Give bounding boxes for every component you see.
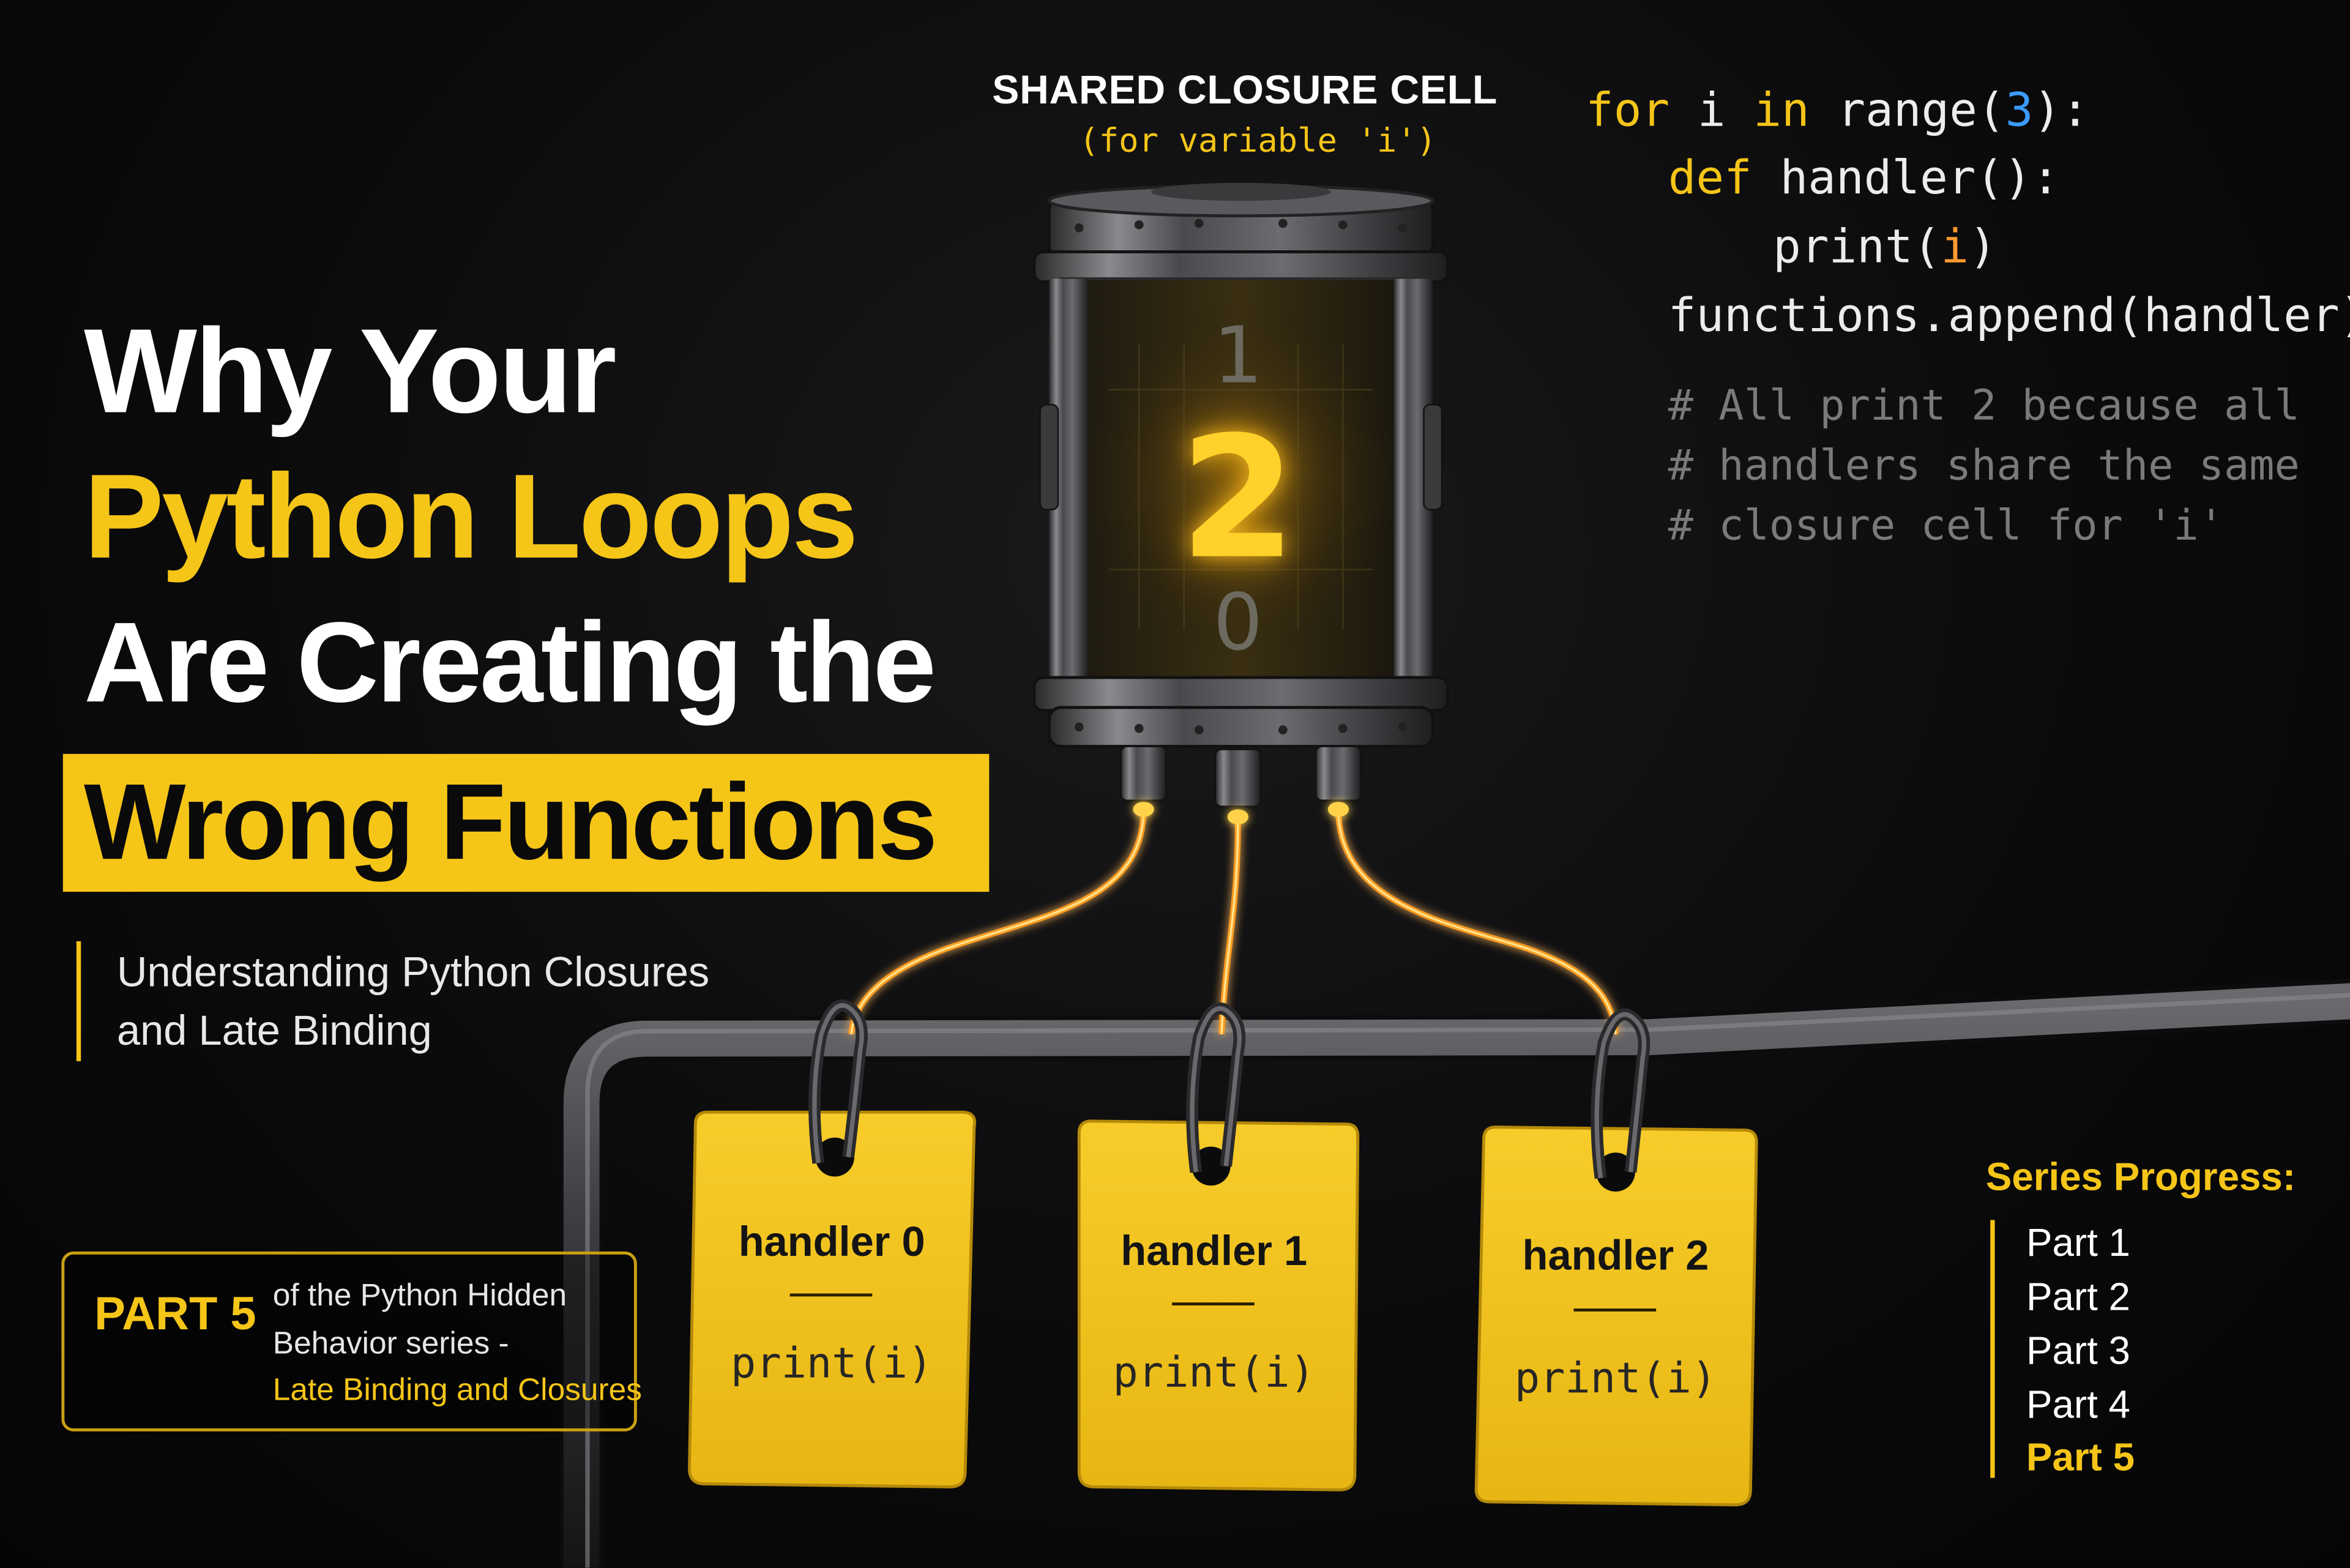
code-keyword-in: in	[1753, 84, 1810, 138]
subtitle-line-2: and Late Binding	[117, 1007, 432, 1054]
series-item-part-2: Part 2	[2026, 1274, 2130, 1320]
handler-tag-0	[688, 999, 977, 1488]
code-line-2: def handler():	[1668, 151, 2060, 205]
part-info-box: PART 5 of the Python Hidden Behavior ser…	[61, 1251, 642, 1432]
handler-tag-2-code: print(i)	[1514, 1353, 1717, 1403]
subtitle-line-1: Understanding Python Closures	[117, 949, 710, 996]
cell-digit-current: 2	[1179, 401, 1297, 597]
part-desc-line-1: of the Python Hidden	[272, 1278, 567, 1313]
handler-tag-2-label: handler 2	[1522, 1232, 1709, 1279]
series-item-part-3: Part 3	[2026, 1327, 2130, 1373]
series-item-part-1: Part 1	[2026, 1220, 2130, 1265]
rail-pipe	[559, 979, 2350, 1568]
series-item-part-4: Part 4	[2026, 1381, 2130, 1427]
code-text: handler():	[1751, 151, 2060, 206]
code-comment-1: # All print 2 because all	[1668, 381, 2300, 430]
cell-digit-initial: 0	[1213, 578, 1263, 669]
series-progress-title: Series Progress:	[1985, 1154, 2296, 1200]
code-keyword-for: for	[1586, 84, 1670, 138]
code-line-1: for i in range(3):	[1586, 84, 2089, 138]
series-progress-bar	[1990, 1220, 1995, 1478]
closure-cell-subtitle: (for variable 'i')	[1079, 122, 1437, 161]
handler-tag-2	[1474, 1008, 1758, 1507]
handler-tag-0-code: print(i)	[731, 1338, 933, 1388]
code-comment-3: # closure cell for 'i'	[1668, 500, 2224, 550]
closure-cell-title: SHARED CLOSURE CELL	[992, 67, 1498, 113]
cell-digit-previous: 1	[1213, 312, 1263, 402]
subtitle-accent-bar	[76, 941, 81, 1061]
handler-tag-1-code: print(i)	[1113, 1347, 1315, 1397]
title-line-4: Wrong Functions	[84, 763, 938, 883]
handler-tag-1-label: handler 1	[1121, 1227, 1308, 1274]
title-line-1: Why Your	[84, 304, 616, 438]
handler-tag-1	[1077, 1002, 1360, 1491]
code-keyword-def: def	[1668, 151, 1752, 206]
code-line-4: functions.append(handler)	[1668, 289, 2350, 343]
title-line-2: Python Loops	[84, 449, 859, 583]
glowing-wires	[848, 809, 1619, 1035]
handler-tag-0-label: handler 0	[738, 1219, 925, 1265]
title-line-3: Are Creating the	[84, 599, 936, 727]
code-text: i	[1669, 84, 1754, 138]
series-item-part-5: Part 5	[2026, 1434, 2135, 1480]
part-desc-line-2: Behavior series -	[272, 1326, 509, 1361]
code-variable: i	[1941, 220, 1969, 275]
code-text: )	[1969, 220, 1997, 275]
code-line-3: print(i)	[1773, 220, 1997, 274]
closure-cell-cylinder	[1032, 182, 1450, 824]
part-desc-line-3: Late Binding and Closures	[272, 1373, 643, 1408]
code-text: print(	[1773, 220, 1941, 275]
code-text: range(	[1809, 84, 2005, 138]
part-label: PART 5	[94, 1287, 256, 1340]
code-comment-2: # handlers share the same	[1668, 441, 2300, 490]
code-text: ):	[2033, 84, 2089, 138]
code-number: 3	[2005, 84, 2034, 138]
title-highlight	[62, 753, 990, 892]
